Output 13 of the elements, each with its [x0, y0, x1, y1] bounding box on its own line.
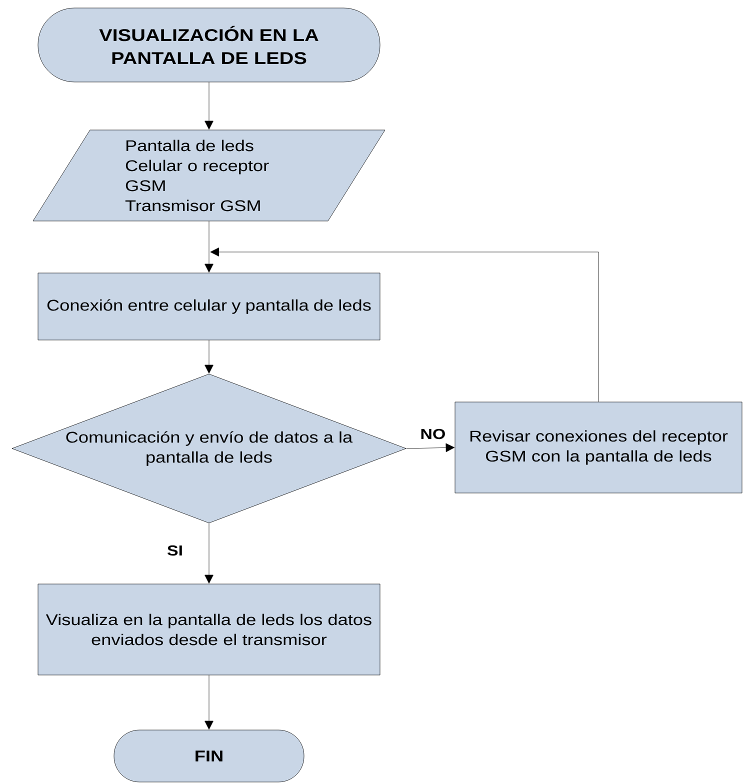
edge-label: SI — [166, 544, 184, 557]
input-parallelogram: Pantalla de leds Celular o receptor GSM Transmisor GSM — [32, 130, 386, 222]
arrow — [204, 221, 214, 273]
arrow — [204, 675, 214, 730]
arrow — [210, 248, 599, 402]
process-box: Conexión entre celular y pantalla de leds — [38, 272, 380, 340]
process-box: Revisar conexiones del receptor GSM con la pantalla de leds — [454, 402, 742, 494]
arrow — [204, 340, 214, 374]
arrow — [204, 82, 214, 130]
arrow — [406, 443, 455, 452]
process-box: Visualiza en la pantalla de leds los datos enviados desde el transmisor — [38, 584, 380, 676]
arrow — [204, 523, 214, 584]
edge-label: NO — [419, 428, 447, 440]
